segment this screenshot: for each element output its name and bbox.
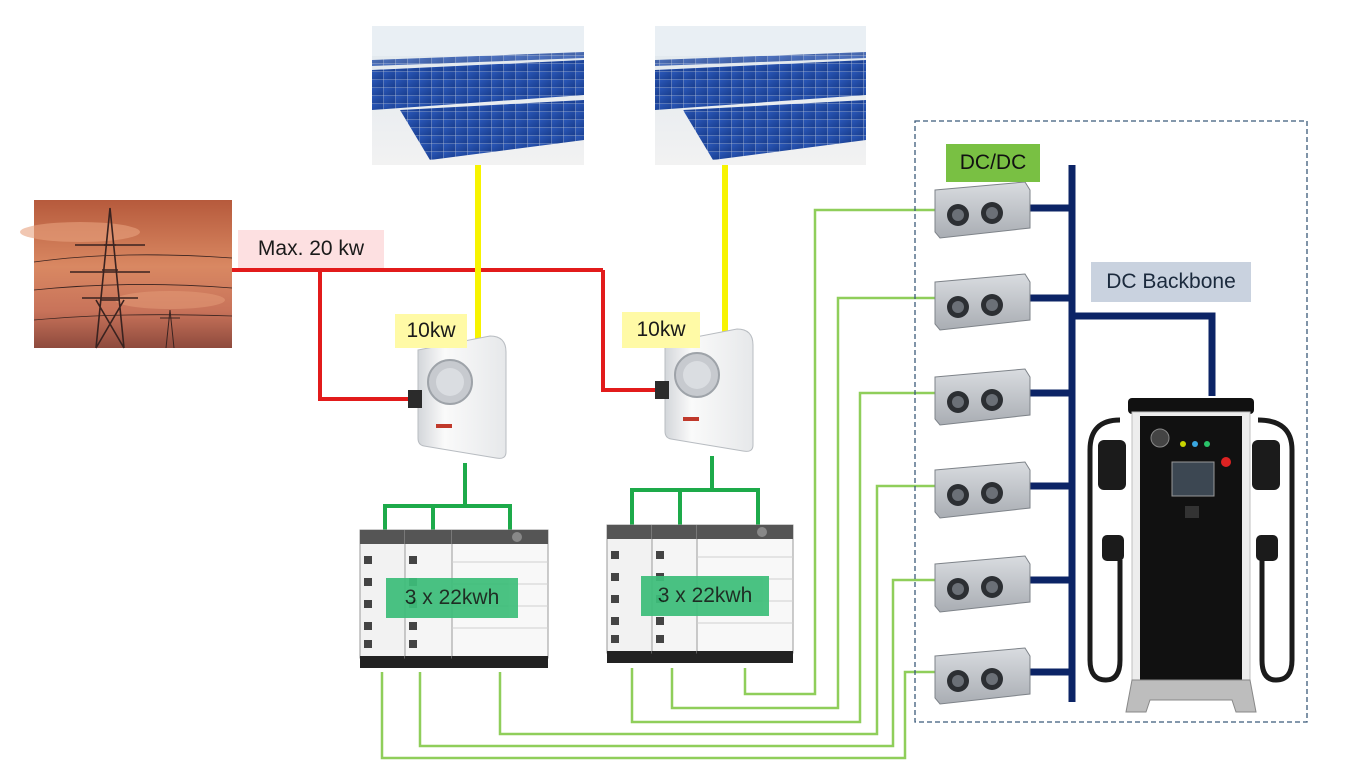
dc-backbone [1030, 165, 1216, 702]
dc-link-lines [380, 208, 935, 760]
battery-2-capacity-label: 3 x 22kwh [641, 576, 769, 616]
inverter-2-power-label: 10kw [622, 312, 700, 348]
dc-system-boundary [914, 120, 1308, 723]
inverter-icon [408, 335, 507, 459]
power-pylon-icon [20, 200, 233, 349]
dcdc-label: DC/DC [946, 144, 1040, 182]
battery-1-capacity-label: 3 x 22kwh [386, 578, 518, 618]
solar-panel-icon [372, 26, 584, 165]
grid-connection-line [232, 268, 660, 401]
solar-panel-icon [655, 26, 866, 165]
dc-dc-converter-icon [934, 461, 1031, 519]
solar-connection-line [475, 165, 728, 340]
battery-link-lines [383, 456, 760, 530]
dc-backbone-label: DC Backbone [1091, 262, 1251, 302]
inverter-icon [655, 328, 754, 452]
grid-limit-label: Max. 20 kw [238, 230, 384, 268]
inverter-1-power-label: 10kw [395, 314, 467, 348]
dc-dc-converter-icon [934, 273, 1031, 331]
dc-dc-converter-icon [934, 181, 1031, 239]
dc-dc-converter-icon [934, 647, 1031, 705]
ev-charger-icon [1087, 398, 1295, 713]
dc-dc-converter-icon [934, 368, 1031, 426]
dc-dc-converter-icon [934, 555, 1031, 613]
